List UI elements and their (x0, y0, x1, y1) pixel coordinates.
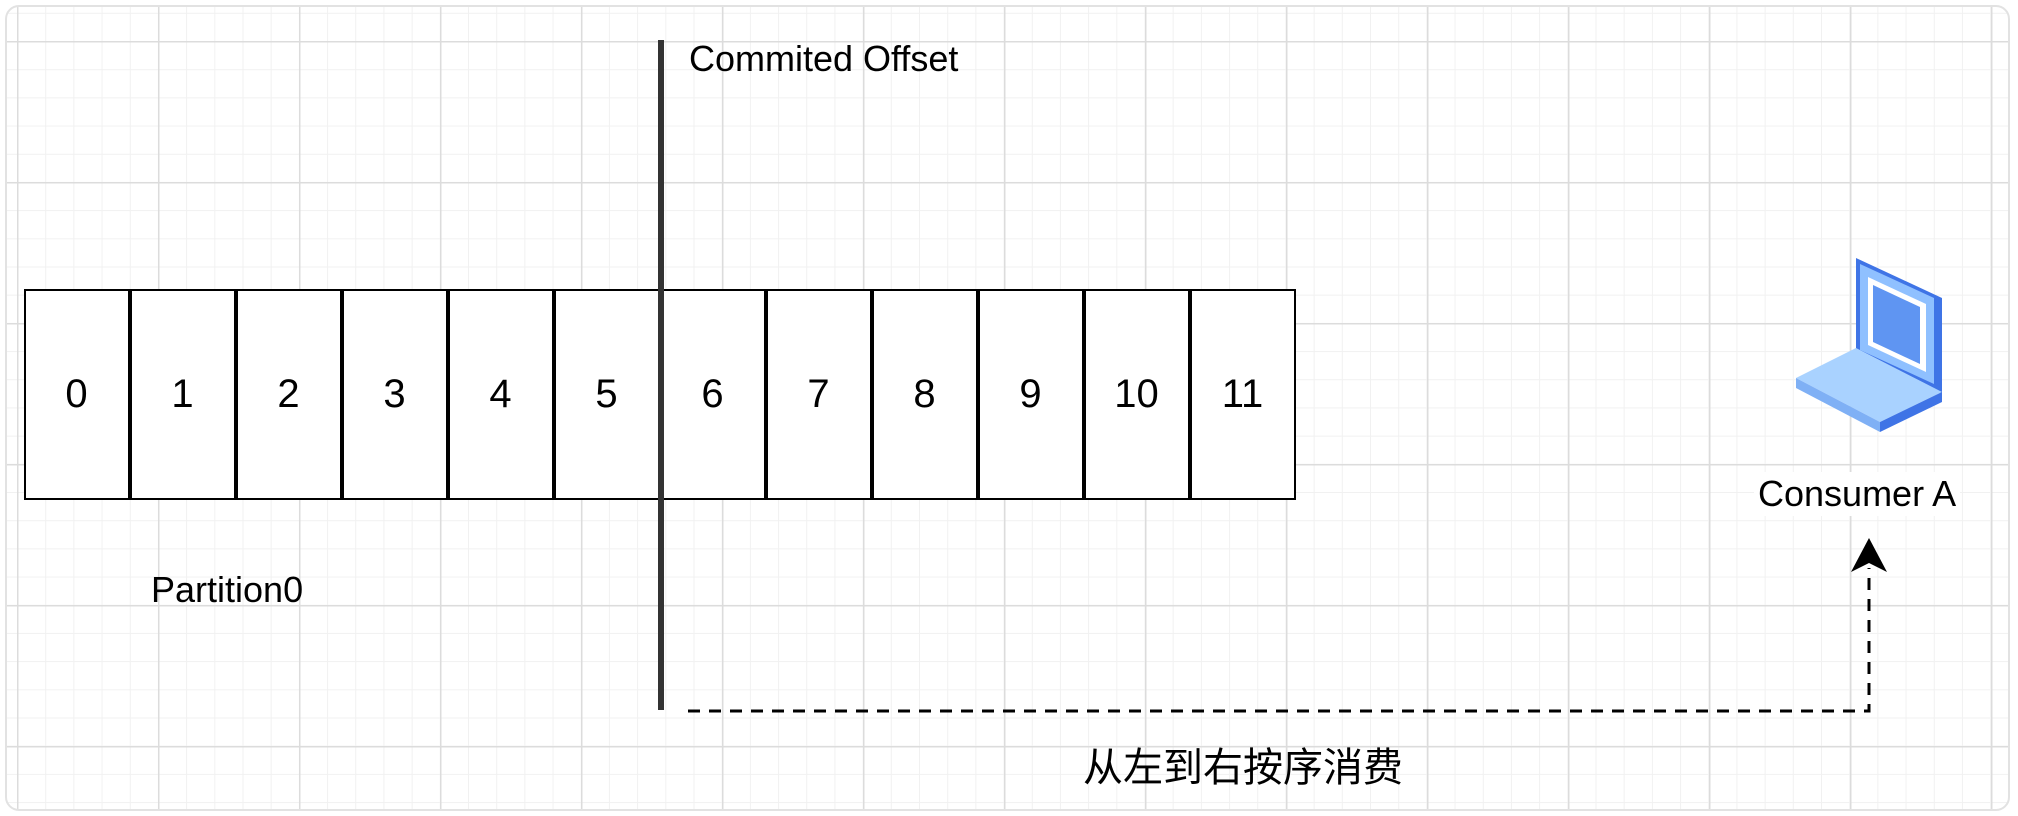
consumer-label: Consumer A (1754, 472, 1961, 516)
flow-arrowhead-icon (1851, 538, 1887, 572)
partition-cell: 1 (129, 289, 236, 500)
partition-cell: 8 (871, 289, 978, 500)
flow-connector (688, 568, 1871, 713)
partition-cell: 2 (235, 289, 342, 500)
partition-cell: 3 (341, 289, 448, 500)
laptop-icon (1796, 258, 1942, 432)
partition-cell: 4 (447, 289, 554, 500)
partition-cell: 9 (977, 289, 1084, 500)
partition-label: Partition0 (151, 569, 304, 610)
partition-cell: 0 (23, 289, 130, 500)
committed-offset-label: Commited Offset (689, 38, 959, 79)
partition-cell: 7 (765, 289, 872, 500)
partition-cell: 11 (1189, 289, 1296, 500)
flow-description-label: 从左到右按序消费 (1083, 745, 1403, 791)
partition-cell: 10 (1083, 289, 1190, 500)
partition-cell: 6 (659, 289, 766, 500)
